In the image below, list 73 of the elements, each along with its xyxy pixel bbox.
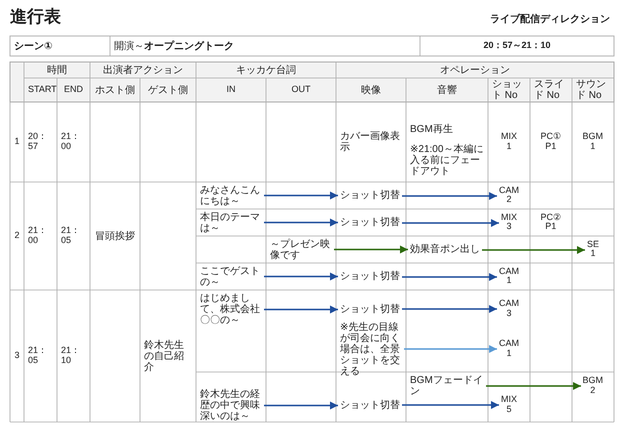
arrow: [402, 273, 497, 281]
column-header: 音響: [437, 84, 457, 96]
arrow: [264, 192, 338, 200]
arrow: [402, 305, 497, 313]
time-text: 21：05: [61, 226, 82, 246]
row-number: 3: [14, 351, 20, 361]
arrow: [334, 246, 408, 254]
operation-text: ショット切替: [340, 304, 400, 314]
arrow: [402, 192, 497, 200]
shot-number: CAM 2: [499, 186, 519, 206]
sound-number: SE 1: [587, 240, 600, 260]
scene-name: シーン①: [14, 40, 52, 52]
column-header: ホスト側: [95, 84, 135, 96]
cell-text: 冒頭挨拶: [95, 230, 135, 242]
cue-line: ここでゲストの～: [200, 266, 262, 288]
cell-text: PC① P1: [540, 132, 562, 152]
cell-text: BGM再生: [410, 124, 453, 134]
note-text: ※21:00～本編に入る前にフェードアウト: [410, 144, 484, 176]
cell-text: 鈴木先生の自己紹介: [144, 340, 185, 372]
arrow: [402, 401, 499, 409]
operation-text: ショット切替: [340, 217, 400, 228]
operation-text: ショット切替: [340, 400, 400, 410]
shot-number: CAM 1: [499, 339, 519, 359]
column-header: IN: [226, 85, 236, 95]
shot-number: MIX 5: [501, 395, 518, 415]
column-header: 映像: [361, 84, 381, 96]
shot-number: MIX 3: [501, 212, 518, 232]
cell-text: BGM 1: [582, 132, 604, 152]
page-title: 進行表: [10, 8, 61, 27]
column-header: サウンド No: [576, 79, 607, 101]
cue-line: 本日のテーマは～: [200, 212, 262, 234]
sound-number: BGM 2: [582, 376, 604, 396]
column-header: OUT: [292, 85, 310, 95]
cue-line: はじめまして、株式会社〇〇の～: [200, 292, 262, 326]
arrow: [264, 218, 338, 226]
arrow: [402, 219, 499, 227]
time-text: 21：00: [61, 132, 82, 152]
column-header: ゲスト側: [148, 84, 188, 96]
arrow: [264, 306, 338, 314]
column-group-header: オペレーション: [440, 64, 510, 76]
cell-text: カバー画像表示: [340, 131, 401, 153]
time-text: 21：10: [61, 346, 82, 366]
column-header: END: [64, 85, 84, 95]
time-text: 21：00: [28, 226, 48, 246]
operation-text: 効果音ポン出し: [410, 244, 480, 255]
operation-text: ショット切替: [340, 271, 400, 282]
scene-title: 開演～オープニングトーク: [114, 40, 234, 52]
arrow: [264, 402, 338, 410]
column-header: スライド No: [534, 79, 565, 101]
cue-line: 鈴木先生の経歴の中で興味深いのは～: [200, 388, 262, 422]
shot-number: CAM 3: [499, 299, 519, 319]
arrow: [482, 246, 585, 254]
cell-text: MIX 1: [501, 132, 518, 152]
cue-line: ～プレゼン映像です: [270, 238, 332, 260]
scene-time: 20：57～21：10: [484, 41, 551, 51]
time-text: 20：57: [28, 132, 48, 152]
column-header: ショット No: [492, 79, 523, 101]
cue-line: みなさんこんにちは～: [200, 184, 262, 206]
arrow: [404, 345, 497, 353]
subtitle: ライブ配信ディレクション: [490, 14, 610, 24]
operation-text: BGMフェードイン: [410, 375, 484, 397]
column-group-header: 時間: [47, 64, 67, 76]
arrow: [264, 272, 338, 280]
arrow: [486, 382, 581, 390]
row-number: 1: [14, 137, 20, 147]
time-text: 21：05: [28, 346, 48, 366]
note-text: ※先生の目線が司会に向く場合は、全景ショットを交える: [340, 322, 402, 376]
column-group-header: 出演者アクション: [103, 64, 183, 76]
row-number: 2: [14, 231, 20, 241]
cell-text: PC② P1: [540, 212, 562, 232]
operation-text: ショット切替: [340, 190, 400, 201]
shot-number: CAM 1: [499, 266, 519, 286]
column-group-header: キッカケ台詞: [236, 64, 296, 76]
